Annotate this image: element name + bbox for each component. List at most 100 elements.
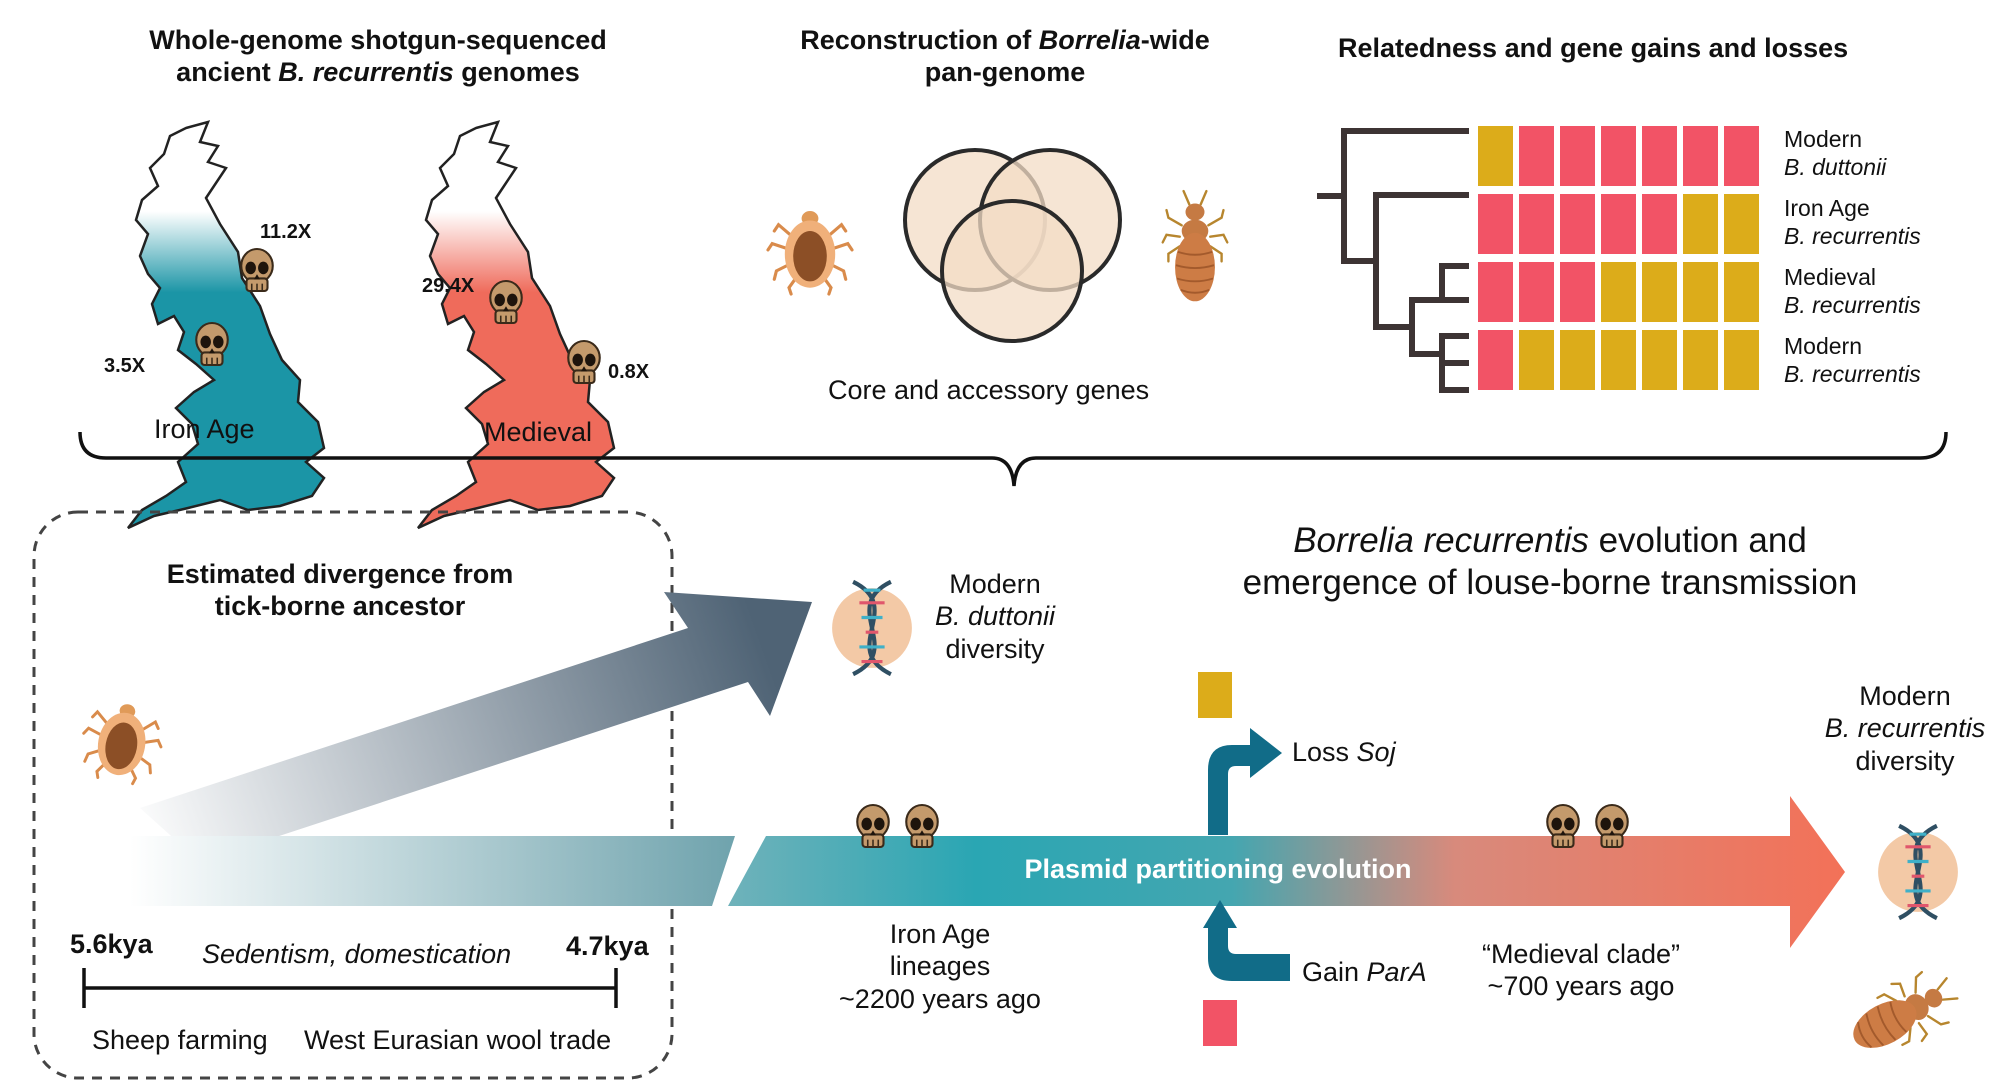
skull-icon	[489, 279, 523, 325]
gene-absent-cell	[1601, 194, 1636, 254]
evolution-title-line1: Borrelia recurrentis evolution and	[1180, 520, 1920, 562]
loss-arrow	[1208, 728, 1282, 835]
louse-icon	[1838, 958, 1969, 1070]
tree-label-line1: Medieval	[1784, 264, 1877, 290]
gene-present-cell	[1683, 262, 1718, 322]
skull-icon	[195, 321, 229, 367]
tree-label-line2: B. recurrentis	[1784, 291, 1921, 318]
divergence-title-line1: Estimated divergence from	[166, 559, 514, 589]
skull-icon	[567, 339, 601, 385]
sheep-farming-label: Sheep farming	[92, 1025, 268, 1055]
iron-age-map-label: Iron Age	[154, 414, 255, 444]
end-label: 4.7kya	[566, 931, 649, 961]
tree-label-line1: Modern	[1784, 333, 1862, 359]
pangenome-title-pre: Reconstruction of	[800, 25, 1039, 55]
start-label: 5.6kya	[70, 929, 153, 959]
gain-marker	[1203, 1000, 1237, 1046]
tree-label-row1: Modern B. duttonii	[1784, 126, 1886, 181]
medieval-map	[416, 120, 616, 530]
iron-age-line3: ~2200 years ago	[839, 983, 1041, 1014]
genomes-title-line2: ancient B. recurrentis genomes	[98, 56, 658, 88]
gene-present-cell	[1519, 330, 1554, 390]
wool-trade-label: West Eurasian wool trade	[304, 1025, 612, 1055]
gene-gain-loss-grid	[1478, 126, 1759, 390]
gene-present-cell	[1683, 330, 1718, 390]
evolution-title-species: Borrelia recurrentis	[1293, 521, 1589, 560]
divergence-arrow	[140, 592, 812, 862]
coverage-label: 29.4X	[422, 275, 475, 297]
duttonii-line2: B. duttonii	[934, 601, 1056, 632]
divergence-title-line2: tick-borne ancestor	[214, 591, 466, 622]
gene-absent-cell	[1642, 126, 1677, 186]
pangenome-caption: Core and accessory genes	[828, 375, 1150, 405]
medieval-line2: ~700 years ago	[1487, 971, 1675, 1002]
gene-present-cell	[1601, 330, 1636, 390]
gene-absent-cell	[1519, 262, 1554, 322]
skull-icon	[1546, 803, 1580, 849]
gene-present-cell	[1560, 330, 1595, 390]
gene-absent-cell	[1560, 126, 1595, 186]
skull-icon	[240, 247, 274, 293]
evolution-title-post: evolution and	[1588, 521, 1807, 560]
gene-present-cell	[1724, 194, 1759, 254]
evolution-title: Borrelia recurrentis evolution and emerg…	[1180, 520, 1920, 604]
tree-label-row2: Iron Age B. recurrentis	[1784, 195, 1921, 250]
gene-absent-cell	[1601, 126, 1636, 186]
iron-age-line1: Iron Age	[889, 919, 991, 949]
pangenome-title-line1: Reconstruction of Borrelia-wide	[745, 24, 1265, 56]
gene-present-cell	[1478, 126, 1513, 186]
gene-absent-cell	[1683, 126, 1718, 186]
divergence-box	[32, 510, 674, 1080]
iron-age-map	[126, 120, 326, 530]
medieval-map-label: Medieval	[484, 417, 593, 447]
gain-para-label: Gain ParA	[1302, 956, 1427, 988]
gene-absent-cell	[1560, 262, 1595, 322]
tree-label-line2: B. duttonii	[1784, 153, 1887, 180]
modern-line3: diversity	[1855, 745, 1955, 776]
tree-label-line2: B. recurrentis	[1784, 360, 1921, 387]
iron-age-lineages-label: Iron Age lineages ~2200 years ago	[820, 918, 1060, 1015]
gain-arrow	[1203, 900, 1290, 981]
pangenome-title: Reconstruction of Borrelia-wide pan-geno…	[745, 24, 1265, 89]
gene-present-cell	[1601, 262, 1636, 322]
gene-absent-cell	[1560, 194, 1595, 254]
gene-present-cell	[1683, 194, 1718, 254]
evolution-title-line2: emergence of louse-borne transmission	[1242, 563, 1858, 602]
coverage-label: 3.5X	[104, 355, 146, 377]
genomes-title-species: B. recurrentis	[278, 57, 454, 88]
tree-label-line2: B. recurrentis	[1784, 222, 1921, 249]
louse-icon	[1161, 189, 1229, 303]
skull-icon	[856, 803, 890, 849]
dna-icon	[1878, 826, 1958, 918]
divergence-timeline	[82, 968, 618, 1008]
modern-line1: Modern	[1859, 681, 1951, 711]
gene-present-cell	[1724, 262, 1759, 322]
gene-absent-cell	[1478, 194, 1513, 254]
divergence-title: Estimated divergence from tick-borne anc…	[80, 558, 600, 623]
gene-absent-cell	[1519, 194, 1554, 254]
modern-line2: B. recurrentis	[1824, 713, 1986, 744]
genomes-title-line1: Whole-genome shotgun-sequenced	[149, 25, 607, 55]
duttonii-line1: Modern	[949, 569, 1041, 599]
tree-label-line1: Iron Age	[1784, 195, 1870, 221]
gene-present-cell	[1642, 330, 1677, 390]
loss-prefix: Loss	[1292, 737, 1357, 767]
skull-icon	[1595, 803, 1629, 849]
tree-label-line1: Modern	[1784, 126, 1862, 152]
gene-absent-cell	[1519, 126, 1554, 186]
genomes-title-post: genomes	[453, 57, 580, 88]
tick-icon	[75, 696, 169, 789]
genomes-title: Whole-genome shotgun-sequenced ancient B…	[98, 24, 658, 89]
coverage-label: 0.8X	[608, 361, 650, 383]
tree-label-row3: Medieval B. recurrentis	[1784, 264, 1921, 319]
loss-marker	[1198, 672, 1232, 718]
coverage-label: 11.2X	[260, 221, 312, 243]
tick-icon	[766, 209, 854, 296]
pangenome-title-line2: pan-genome	[924, 57, 1086, 88]
genomes-title-pre: ancient	[176, 57, 279, 88]
gene-absent-cell	[1478, 262, 1513, 322]
loss-gene: Soj	[1356, 737, 1396, 767]
plasmid-arrow-label: Plasmid partitioning evolution	[1024, 854, 1412, 884]
gain-gene: ParA	[1366, 957, 1427, 987]
